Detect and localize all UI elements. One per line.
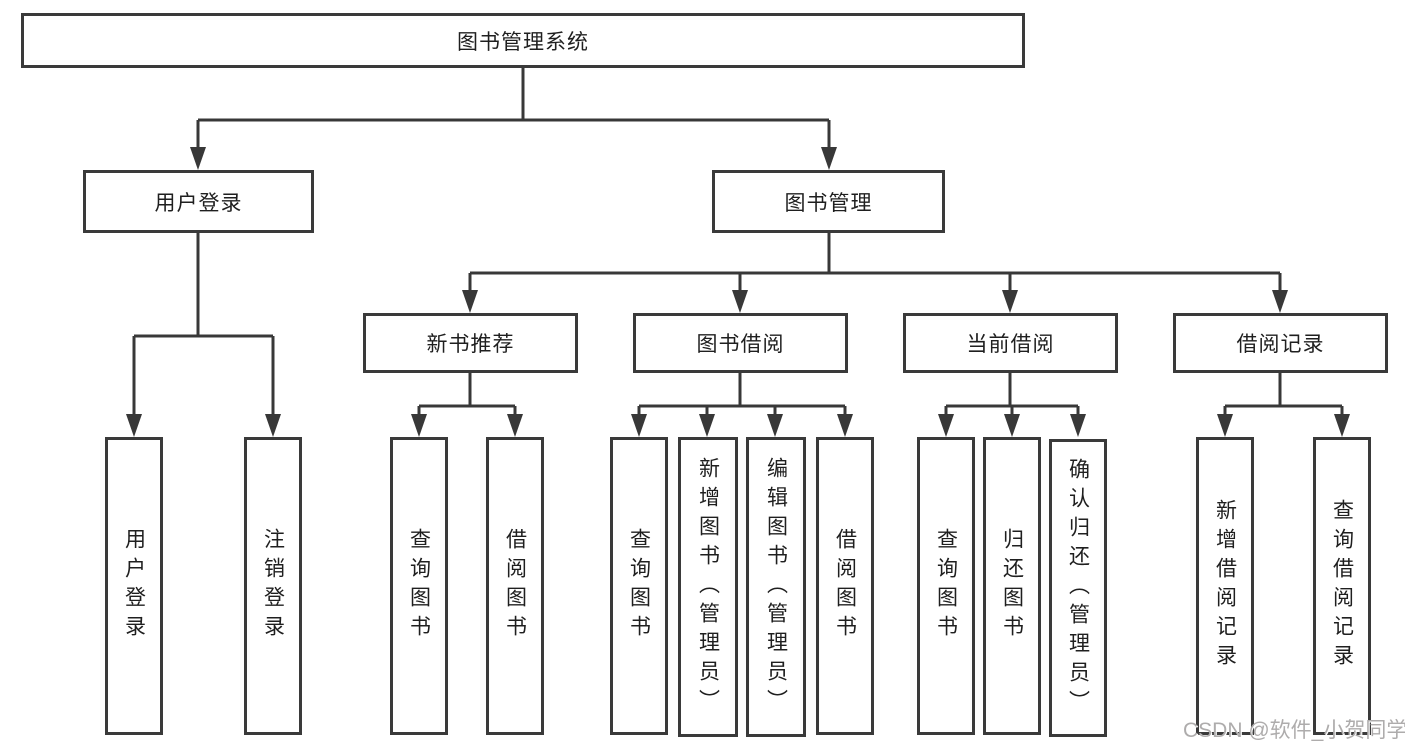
leaf-label: 确认归还（管理员） [1066, 457, 1090, 719]
leaf-query-books: 查询图书 [917, 437, 975, 735]
leaf-edit-books-admin: 编辑图书（管理员） [746, 437, 806, 737]
leaf-add-borrow-record: 新增借阅记录 [1196, 437, 1254, 735]
leaf-confirm-return-admin: 确认归还（管理员） [1049, 439, 1107, 737]
node-borrow-records: 借阅记录 [1173, 313, 1388, 373]
leaf-logout: 注销登录 [244, 437, 302, 735]
leaf-label: 借阅图书 [833, 528, 857, 644]
node-root-library-system: 图书管理系统 [21, 13, 1025, 68]
leaf-query-books: 查询图书 [610, 437, 668, 735]
csdn-watermark: CSDN @软件_小贺同学 [1183, 719, 1405, 742]
leaf-borrow-books: 借阅图书 [816, 437, 874, 735]
node-new-book-recommend: 新书推荐 [363, 313, 578, 373]
node-book-borrow: 图书借阅 [633, 313, 848, 373]
leaf-add-books-admin: 新增图书（管理员） [678, 437, 738, 737]
leaf-label: 查询图书 [627, 528, 651, 644]
leaf-label: 查询图书 [934, 528, 958, 644]
node-current-borrow: 当前借阅 [903, 313, 1118, 373]
leaf-label: 编辑图书（管理员） [764, 456, 788, 718]
node-book-management: 图书管理 [712, 170, 945, 233]
leaf-label: 借阅图书 [503, 528, 527, 644]
node-user-login: 用户登录 [83, 170, 314, 233]
leaf-label: 查询借阅记录 [1330, 499, 1354, 673]
leaf-return-books: 归还图书 [983, 437, 1041, 735]
leaf-label: 注销登录 [261, 528, 285, 644]
leaf-label: 新增图书（管理员） [696, 456, 720, 718]
leaf-label: 用户登录 [122, 528, 146, 644]
leaf-query-books: 查询图书 [390, 437, 448, 735]
leaf-label: 新增借阅记录 [1213, 499, 1237, 673]
leaf-user-login: 用户登录 [105, 437, 163, 735]
leaf-label: 查询图书 [407, 528, 431, 644]
leaf-label: 归还图书 [1000, 528, 1024, 644]
leaf-query-borrow-record: 查询借阅记录 [1313, 437, 1371, 735]
leaf-borrow-books: 借阅图书 [486, 437, 544, 735]
